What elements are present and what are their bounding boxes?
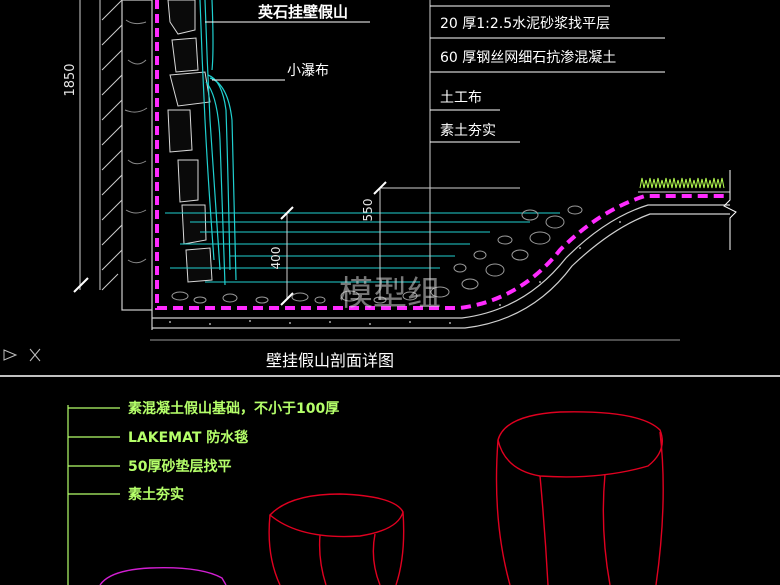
break-line bbox=[723, 170, 737, 250]
label-waterfall: 小瀑布 bbox=[287, 63, 329, 79]
legend-1: 素混凝土假山基础，不小于100厚 bbox=[128, 400, 339, 417]
water-lines bbox=[165, 212, 560, 283]
dim-400: 400 bbox=[269, 247, 283, 270]
layer-4: 素土夯实 bbox=[440, 123, 496, 139]
legend-2: LAKEMAT 防水毯 bbox=[128, 429, 248, 446]
pool-floor-layers bbox=[151, 194, 730, 330]
wall-hatch bbox=[99, 0, 123, 291]
layer-callouts: 20 厚1:2.5水泥砂浆找平层 60 厚钢丝网细石抗渗混凝土 土工布 素土夯实 bbox=[430, 5, 665, 143]
dim-1850: 1850 bbox=[63, 63, 78, 96]
rock-large-top bbox=[497, 411, 663, 478]
dim-tick bbox=[73, 277, 89, 293]
rock-sketches bbox=[268, 411, 664, 585]
legend-3: 50厚砂垫层找平 bbox=[128, 458, 231, 475]
dim-tick bbox=[373, 181, 387, 195]
grass bbox=[639, 177, 725, 189]
rock-small-top bbox=[268, 493, 404, 538]
concrete-speckle bbox=[169, 221, 621, 325]
dim-tick bbox=[280, 292, 294, 306]
label-rockery: 英石挂壁假山 bbox=[258, 3, 348, 21]
layer-1: 20 厚1:2.5水泥砂浆找平层 bbox=[440, 16, 610, 32]
drawing-caption: 壁挂假山剖面详图 bbox=[266, 351, 394, 370]
rock-large-side bbox=[495, 439, 511, 585]
rock-base-sketch bbox=[99, 567, 227, 585]
ucs-arrow-icon bbox=[3, 348, 41, 362]
legend-4: 素土夯实 bbox=[128, 486, 184, 503]
dim-tick bbox=[280, 206, 294, 220]
watermark: 模型组 bbox=[339, 274, 441, 314]
wall-rockery bbox=[167, 0, 213, 283]
layer-2: 60 厚钢丝网细石抗渗混凝土 bbox=[440, 50, 616, 66]
retaining-wall bbox=[121, 0, 153, 311]
base-legend: 素混凝土假山基础，不小于100厚 LAKEMAT 防水毯 50厚砂垫层找平 素土… bbox=[67, 400, 339, 585]
section-drawing: 1850 bbox=[3, 0, 737, 370]
waterfall-streams bbox=[199, 0, 237, 286]
pool-gravel bbox=[171, 205, 583, 304]
dim-550: 550 bbox=[361, 199, 375, 222]
layer-3: 土工布 bbox=[440, 90, 482, 106]
wall-texture bbox=[124, 19, 148, 264]
